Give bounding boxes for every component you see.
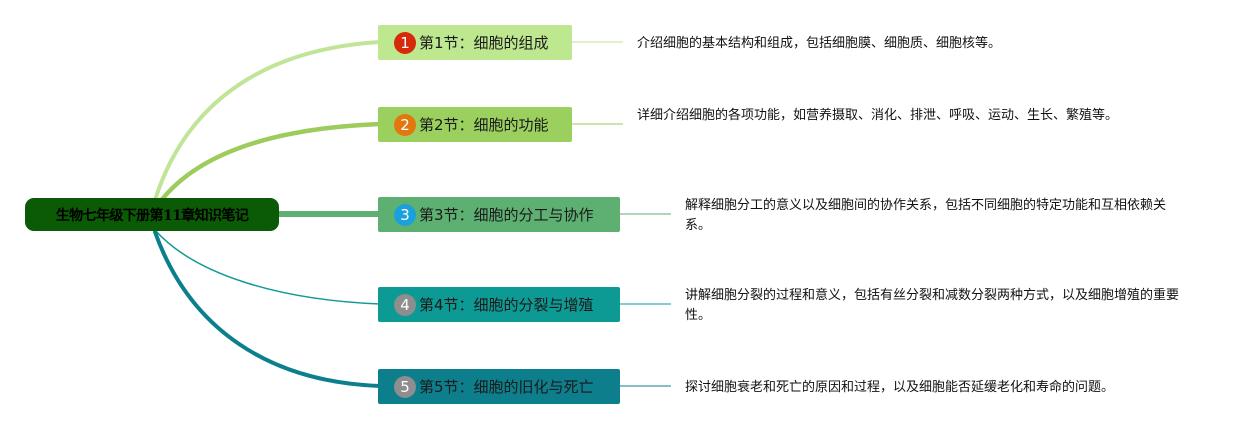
branch-line-4	[154, 229, 381, 305]
section-description-4: 讲解细胞分裂的过程和意义，包括有丝分裂和减数分裂两种方式，以及细胞增殖的重要性。	[685, 288, 1180, 323]
section-description-1: 介绍细胞的基本结构和组成，包括细胞膜、细胞质、细胞核等。	[637, 36, 1002, 51]
section-node-1[interactable]: 1 第1节：细胞的组成	[378, 25, 572, 60]
section-node-4[interactable]: 4 第4节：细胞的分裂与增殖	[378, 287, 620, 322]
section-node-3[interactable]: 3 第3节：细胞的分工与协作	[378, 197, 620, 232]
number-badge-4: 4	[394, 293, 416, 316]
number-badge-2: 2	[394, 113, 416, 136]
branch-line-5	[153, 230, 382, 388]
branch-line-2	[157, 121, 383, 205]
root-topic-label: 生物七年级下册第11章知识笔记	[55, 207, 249, 224]
number-badge-3: 3	[394, 203, 416, 226]
section-title-5: 第5节：细胞的旧化与死亡	[419, 378, 594, 396]
section-title-1: 第1节：细胞的组成	[419, 34, 549, 52]
number-badge-5: 5	[394, 375, 416, 398]
section-title-4: 第4节：细胞的分裂与增殖	[419, 296, 594, 314]
branch-line-1	[153, 40, 382, 202]
section-title-3: 第3节：细胞的分工与协作	[419, 206, 594, 224]
root-topic[interactable]: 生物七年级下册第11章知识笔记	[25, 198, 279, 231]
section-node-5[interactable]: 5 第5节：细胞的旧化与死亡	[378, 369, 620, 404]
section-description-2: 详细介绍细胞的各项功能，如营养摄取、消化、排泄、呼吸、运动、生长、繁殖等。	[637, 108, 1119, 123]
section-description-5: 探讨细胞衰老和死亡的原因和过程，以及细胞能否延缓老化和寿命的问题。	[685, 380, 1115, 395]
number-badge-1: 1	[394, 31, 416, 54]
section-title-2: 第2节：细胞的功能	[419, 116, 549, 134]
section-description-3: 解释细胞分工的意义以及细胞间的协作关系，包括不同细胞的特定功能和互相依赖关系。	[685, 198, 1167, 233]
section-node-2[interactable]: 2 第2节：细胞的功能	[378, 107, 572, 142]
